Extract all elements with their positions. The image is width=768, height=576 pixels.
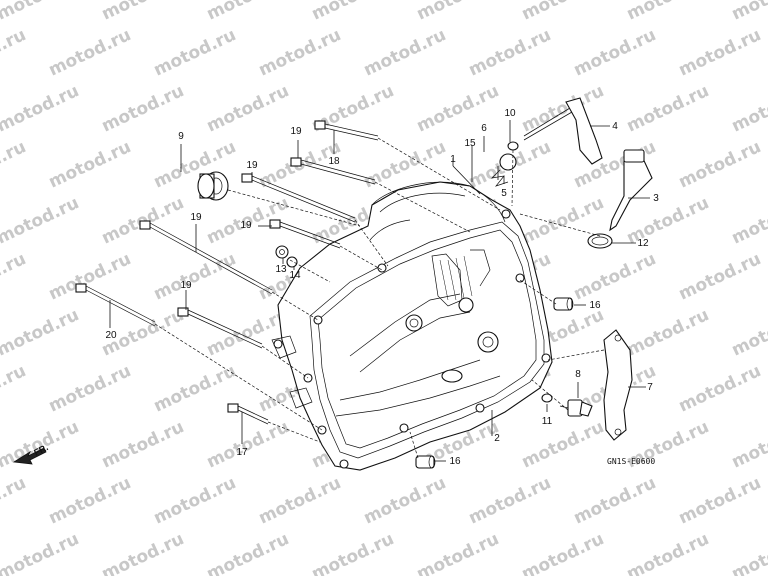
part-label: 19	[190, 212, 202, 223]
part-label: 12	[637, 238, 649, 249]
watermark-text: motod.ru	[361, 25, 449, 80]
watermark-text: motod.ru	[99, 417, 187, 472]
part-label: 4	[612, 121, 618, 132]
watermark-text: motod.ru	[0, 305, 82, 360]
watermark-text: motod.ru	[46, 137, 134, 192]
watermark-text: motod.ru	[676, 473, 764, 528]
part-label: 14	[289, 270, 301, 281]
watermark-text: motod.ru	[99, 529, 187, 576]
watermark-text: motod.ru	[571, 249, 659, 304]
watermark-text: motod.ru	[0, 361, 29, 416]
leader-lines	[109, 120, 650, 462]
watermark-text: motod.ru	[99, 0, 187, 25]
watermark-text: motod.ru	[729, 529, 768, 576]
watermark-text: motod.ru	[466, 25, 554, 80]
watermark-text: motod.ru	[0, 193, 82, 248]
watermark-text: motod.ru	[0, 137, 29, 192]
watermark-text: motod.ru	[519, 529, 607, 576]
watermark-text: motod.ru	[204, 0, 292, 25]
watermark-text: motod.ru	[0, 25, 29, 80]
watermark-text: motod.ru	[204, 529, 292, 576]
part-label: 5	[501, 188, 507, 199]
part-label: 19	[180, 280, 192, 291]
part-label: 16	[589, 300, 601, 311]
watermark-text: motod.ru	[676, 361, 764, 416]
assembly-lines	[227, 149, 605, 459]
bolts	[75, 120, 501, 443]
part-label: 2	[494, 433, 500, 444]
watermark-text: motod.ru	[519, 81, 607, 136]
watermark-text: motod.ru	[519, 417, 607, 472]
part-label: 1	[450, 154, 456, 165]
watermark-text: motod.ru	[151, 249, 239, 304]
part-label: 13	[275, 264, 287, 275]
watermark-text: motod.ru	[0, 0, 82, 25]
part-label: 15	[464, 138, 476, 149]
watermark-text: motod.ru	[414, 529, 502, 576]
watermark-text: motod.ru	[676, 25, 764, 80]
watermark-text: motod.ru	[414, 0, 502, 25]
watermark-text: motod.ru	[0, 529, 82, 576]
watermark-text: motod.ru	[46, 361, 134, 416]
watermark-text: motod.ru	[729, 81, 768, 136]
part-label: 10	[504, 108, 516, 119]
watermark-text: motod.ru	[729, 0, 768, 25]
watermark-text: motod.ru	[46, 473, 134, 528]
part-label: 7	[647, 382, 653, 393]
watermark-text: motod.ru	[46, 25, 134, 80]
watermark-text: motod.ru	[151, 25, 239, 80]
part-labels: 1234567891011121314151616171819191919192…	[105, 108, 659, 467]
watermark-text: motod.ru	[571, 473, 659, 528]
watermark-text: motod.ru	[204, 417, 292, 472]
watermark-text: motod.ru	[676, 249, 764, 304]
watermark-text: motod.ru	[466, 473, 554, 528]
watermark-text: motod.ru	[0, 473, 29, 528]
watermark-text: motod.ru	[676, 137, 764, 192]
watermark-text: motod.ru	[256, 473, 344, 528]
watermark-text: motod.ru	[729, 305, 768, 360]
watermark-text: motod.ru	[414, 81, 502, 136]
part-label: 16	[449, 456, 461, 467]
crankcase-cover	[271, 181, 553, 471]
watermark-text: motod.ru	[0, 249, 29, 304]
watermark-text: motod.ru	[624, 0, 712, 25]
small-parts	[197, 97, 653, 469]
watermark-text: motod.ru	[624, 305, 712, 360]
watermark-text: motod.ru	[46, 249, 134, 304]
part-label: 6	[481, 123, 487, 134]
part-label: 18	[328, 156, 340, 167]
watermark-text: motod.ru	[99, 81, 187, 136]
part-label: 19	[240, 220, 252, 231]
diagram-code: GN1S-E0600	[607, 457, 655, 466]
part-label: 9	[178, 131, 184, 142]
watermark-text: motod.ru	[256, 25, 344, 80]
watermark-text: motod.ru	[151, 361, 239, 416]
watermark-text: motod.ru	[361, 473, 449, 528]
part-label: 19	[246, 160, 258, 171]
front-arrow-icon	[12, 447, 47, 465]
watermark-text: motod.ru	[151, 473, 239, 528]
watermark-text: motod.ru	[309, 529, 397, 576]
watermark-text: motod.ru	[729, 193, 768, 248]
watermark-text: motod.ru	[729, 417, 768, 472]
watermark-text: motod.ru	[571, 25, 659, 80]
watermark-text: motod.ru	[624, 529, 712, 576]
watermark-text: motod.ru	[519, 0, 607, 25]
watermark-text: motod.ru	[0, 81, 82, 136]
part-label: 11	[542, 416, 553, 427]
watermark-text: motod.ru	[624, 81, 712, 136]
part-label: 8	[575, 369, 581, 380]
part-label: 20	[105, 330, 117, 341]
watermark-text: motod.ru	[204, 81, 292, 136]
part-label: 19	[290, 126, 302, 137]
watermark-text: motod.ru	[309, 0, 397, 25]
part-label: 3	[653, 193, 659, 204]
part-label: 17	[236, 447, 248, 458]
